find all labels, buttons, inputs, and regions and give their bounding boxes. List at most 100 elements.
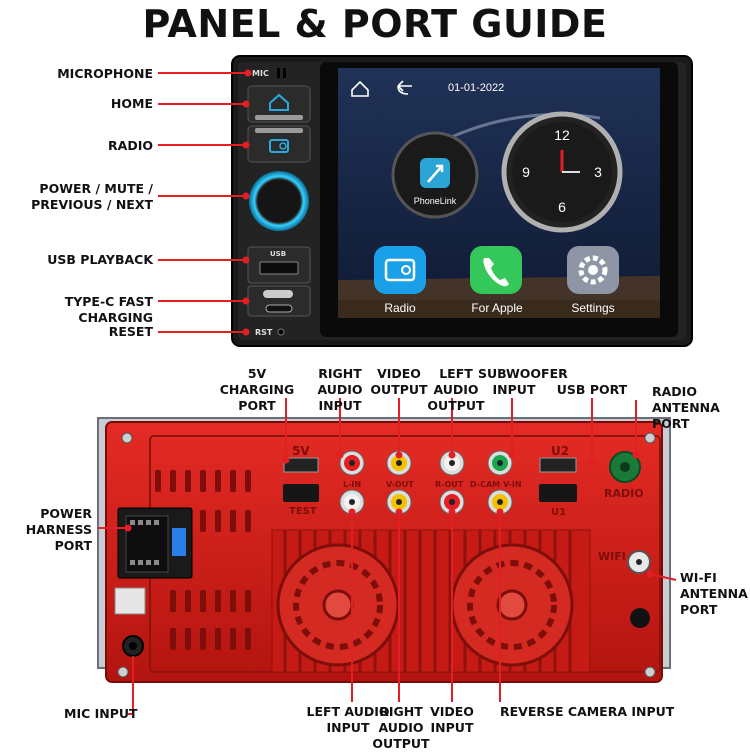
- label-wifi-antenna: WI-FI ANTENNA PORT: [680, 570, 748, 618]
- front-leaders: [158, 69, 252, 336]
- label-charging-5v-l1: 5V CHARGING: [219, 366, 295, 397]
- rca-video-in[interactable]: [439, 489, 465, 515]
- power-mute-knob[interactable]: [249, 171, 309, 231]
- wifi-antenna-port[interactable]: [627, 550, 651, 574]
- label-right-audio-out-l1: RIGHT AUDIO: [378, 704, 424, 735]
- clock-9: 9: [522, 164, 530, 180]
- microphone-hole: [277, 68, 280, 78]
- label-usb-port: USB PORT: [556, 382, 628, 397]
- mic-mark: MIC: [252, 69, 269, 78]
- app-for-apple[interactable]: For Apple: [470, 246, 523, 315]
- label-left-audio-out-l2: OUTPUT: [427, 398, 485, 413]
- screen-home-icon[interactable]: [351, 80, 369, 97]
- label-right-audio-in: RIGHT AUDIO INPUT: [300, 366, 380, 414]
- clock-12: 12: [554, 127, 570, 143]
- label-power-line1: POWER / MUTE /: [39, 181, 153, 196]
- phonelink-label: PhoneLink: [414, 196, 457, 206]
- app-settings[interactable]: Settings: [567, 246, 619, 315]
- rout-mark: R-OUT: [435, 480, 464, 489]
- charging-5v-port[interactable]: [283, 457, 319, 473]
- reset-hole: [277, 328, 285, 336]
- phonelink-widget[interactable]: PhoneLink: [391, 131, 479, 219]
- label-radio: RADIO: [108, 138, 153, 153]
- screen-date: 01-01-2022: [448, 82, 504, 94]
- v5-mark: 5V: [292, 444, 310, 458]
- radio-antenna-port[interactable]: [609, 451, 641, 483]
- label-right-audio-out-l2: OUTPUT: [372, 736, 430, 751]
- label-video-in-l2: INPUT: [430, 720, 474, 735]
- label-mic-input: MIC INPUT: [64, 706, 138, 721]
- label-left-audio-in-l1: LEFT AUDIO: [306, 704, 390, 719]
- rear-panel: 5V TEST L-IN V-OUT R-OUT D-CAM V-IN U2 U…: [97, 417, 671, 683]
- cooling-fan-right: [450, 543, 574, 667]
- label-wifi-antenna-l1: WI-FI: [680, 570, 717, 585]
- page-title: PANEL & PORT GUIDE: [142, 2, 608, 46]
- usb-playback-port[interactable]: USB: [247, 246, 311, 284]
- aux-connector[interactable]: [114, 587, 146, 615]
- label-video-in-l1: VIDEO: [430, 704, 474, 719]
- screen-back-icon[interactable]: [397, 80, 412, 95]
- mount-hole: [630, 608, 650, 628]
- usb-port-u1[interactable]: [539, 484, 577, 502]
- label-left-audio-out-l1: LEFT AUDIO: [433, 366, 479, 397]
- home-icon: [269, 93, 289, 111]
- test-port[interactable]: [283, 484, 319, 502]
- test-mark: TEST: [289, 506, 317, 517]
- u1-mark: U1: [551, 507, 566, 518]
- radio-icon: [269, 139, 289, 153]
- rca-right-audio-out[interactable]: [386, 489, 412, 515]
- wifi-mark: WIFI: [598, 550, 626, 563]
- vin-mark: V-IN: [503, 480, 522, 489]
- app-for-apple-label: For Apple: [471, 301, 523, 315]
- radio-mark: RADIO: [604, 487, 644, 500]
- rca-left-audio-in[interactable]: [339, 489, 365, 515]
- label-microphone: MICROPHONE: [57, 66, 153, 81]
- typec-port[interactable]: [247, 285, 311, 317]
- mic-input-jack[interactable]: [122, 635, 144, 657]
- usb-port-u2[interactable]: [539, 457, 577, 473]
- label-power: POWER / MUTE / PREVIOUS / NEXT: [31, 181, 153, 213]
- rca-right-audio-in[interactable]: [339, 450, 365, 476]
- label-video-out: VIDEO OUTPUT: [370, 366, 428, 398]
- label-left-audio-in: LEFT AUDIO INPUT: [300, 704, 396, 736]
- label-typec: TYPE-C FAST CHARGING: [64, 294, 153, 325]
- radio-button[interactable]: [247, 125, 311, 163]
- label-left-audio-in-l2: INPUT: [326, 720, 370, 735]
- label-reset: RESET: [108, 324, 153, 339]
- label-video-in: VIDEO INPUT: [426, 704, 478, 736]
- radio-app-icon: [384, 258, 416, 282]
- label-subwoofer: SUBWOOFER INPUT: [478, 366, 568, 398]
- app-radio-label: Radio: [384, 301, 416, 315]
- label-radio-antenna: RADIO ANTENNA PORT: [652, 384, 748, 432]
- rca-video-out[interactable]: [386, 450, 412, 476]
- rca-subwoofer-in[interactable]: [487, 450, 513, 476]
- label-left-audio-out: LEFT AUDIO OUTPUT: [418, 366, 494, 414]
- gear-icon: [578, 255, 608, 285]
- label-wifi-antenna-l2: ANTENNA PORT: [680, 586, 748, 617]
- usb-mark: USB: [270, 250, 286, 258]
- label-right-audio-in-l1: RIGHT AUDIO: [317, 366, 363, 397]
- label-radio-antenna-l2: ANTENNA PORT: [652, 400, 720, 431]
- label-power-harness-l2: HARNESS PORT: [25, 522, 92, 553]
- power-harness-port[interactable]: [117, 507, 193, 579]
- u2-mark: U2: [551, 444, 569, 458]
- label-home: HOME: [110, 96, 153, 111]
- rst-mark: RST: [255, 328, 273, 337]
- app-settings-label: Settings: [571, 301, 614, 315]
- phone-icon: [483, 258, 509, 287]
- label-subwoofer-l1: SUBWOOFER: [478, 366, 568, 381]
- rca-left-audio-out[interactable]: [439, 450, 465, 476]
- label-power-harness: POWER HARNESS PORT: [0, 506, 92, 554]
- home-button[interactable]: [247, 85, 311, 123]
- label-power-harness-l1: POWER: [40, 506, 92, 521]
- app-radio[interactable]: Radio: [374, 246, 426, 315]
- label-video-out-l2: OUTPUT: [370, 382, 428, 397]
- clock-3: 3: [594, 164, 602, 180]
- label-usb-playback: USB PLAYBACK: [47, 252, 153, 267]
- label-charging-5v: 5V CHARGING PORT: [216, 366, 298, 414]
- label-video-out-l1: VIDEO: [377, 366, 421, 381]
- clock-widget: 12 3 6 9: [501, 111, 623, 233]
- front-panel: MIC USB: [231, 55, 693, 347]
- label-radio-antenna-l1: RADIO: [652, 384, 697, 399]
